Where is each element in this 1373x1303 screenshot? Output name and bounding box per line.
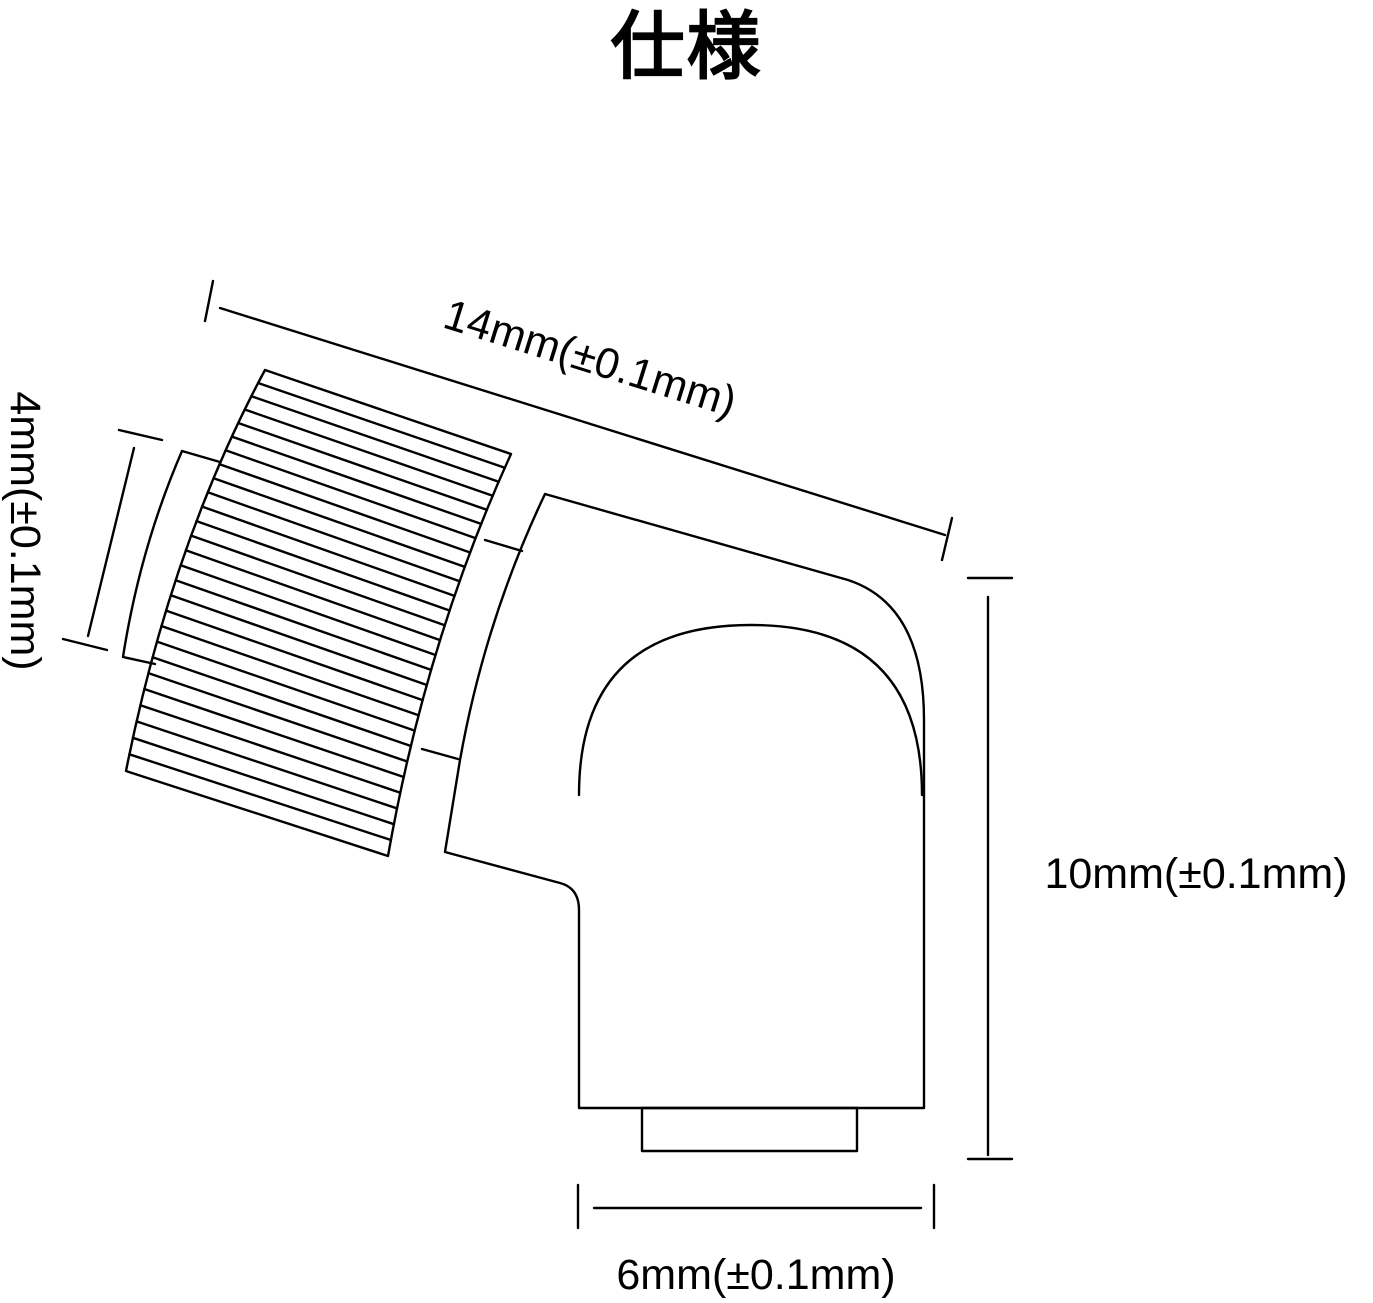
knurl-ridge — [218, 463, 472, 554]
width-label: 6mm(±0.1mm) — [616, 1251, 895, 1299]
knurl-ridge — [179, 564, 437, 657]
diameter-dimension — [61, 428, 164, 652]
knurl-ridge — [250, 395, 500, 483]
vertical-port-arch — [577, 623, 924, 797]
length-label: 14mm(±0.1mm) — [438, 291, 742, 427]
hidden-edge-top — [483, 538, 524, 553]
length-dimension — [203, 279, 954, 562]
knurl-lines — [128, 381, 506, 842]
knurl-ridge — [243, 408, 494, 497]
knurl-ridge — [139, 704, 402, 794]
diameter-label: 4mm(±0.1mm) — [1, 391, 49, 670]
knurl-ridge — [195, 519, 451, 612]
knurl-ridge — [230, 435, 483, 526]
knurl-ridge — [143, 687, 405, 779]
knurl-ridge — [189, 534, 446, 627]
height-label: 10mm(±0.1mm) — [1044, 850, 1347, 898]
cable-ring — [121, 449, 222, 666]
elbow-body-outline — [443, 492, 926, 1110]
knurl-ridge — [236, 421, 488, 511]
hidden-edge-bottom — [420, 747, 460, 761]
knurl-ridge — [135, 720, 399, 810]
knurl-ridge — [206, 491, 461, 583]
knurl-ridge — [128, 753, 393, 842]
knurl-ridge — [164, 609, 424, 702]
bottom-nub — [640, 1106, 859, 1153]
knurl-ridge — [160, 624, 420, 717]
knurl-ridge — [151, 656, 413, 748]
knurl-ridge — [200, 505, 456, 598]
page-title: 仕様 — [610, 4, 763, 90]
knurl-ridge — [131, 736, 396, 826]
knurl-ridge — [256, 381, 506, 469]
height-dimension — [966, 576, 1014, 1161]
knurl-ridge — [169, 594, 428, 687]
knurl-ridge — [147, 671, 409, 763]
knurl-ridge — [174, 579, 433, 672]
width-dimension — [576, 1183, 936, 1230]
knurl-ridge — [155, 640, 416, 732]
knurl-ridge — [212, 477, 466, 569]
knurl-ridge — [224, 449, 477, 540]
knurl-ridge — [184, 549, 442, 642]
